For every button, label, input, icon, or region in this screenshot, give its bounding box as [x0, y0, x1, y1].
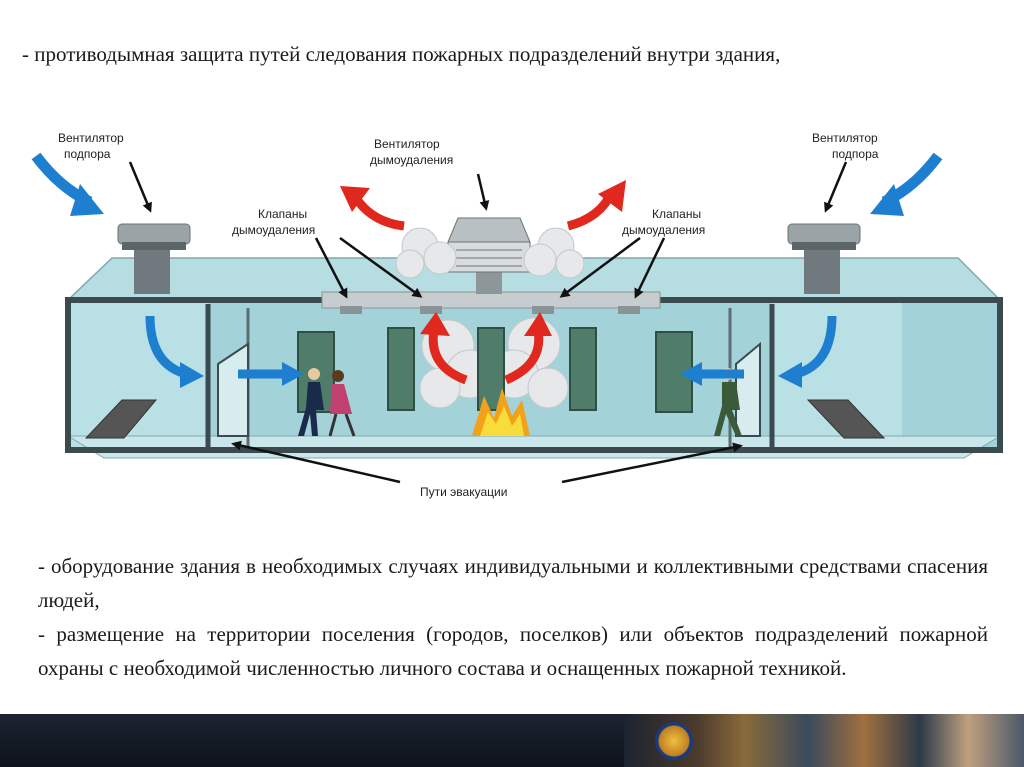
- paragraph-equipment: - оборудование здания в необходимых случ…: [38, 554, 988, 612]
- label-fan-left-2: подпора: [64, 147, 111, 161]
- footer-banner: [0, 714, 1024, 767]
- label-fan-left-1: Вентилятор: [58, 131, 124, 145]
- label-fan-center-1: Вентилятор: [374, 137, 440, 151]
- left-open-door: [217, 342, 249, 437]
- label-valves-left-2: дымоудаления: [232, 223, 315, 237]
- top-text: - противодымная защита путей следования …: [22, 42, 781, 66]
- label-fan-right-2: подпора: [832, 147, 879, 161]
- label-evacuation: Пути эвакуации: [420, 485, 507, 499]
- center-exhaust-fan: [447, 217, 531, 294]
- smoke-valve-1: [340, 306, 362, 314]
- smoke-flow-arrows: [340, 180, 626, 385]
- fresh-air-arrows: [31, 152, 943, 388]
- label-valves-right-2: дымоудаления: [622, 223, 705, 237]
- smoke-valve-3: [532, 306, 554, 314]
- right-floor-grille: [806, 399, 886, 439]
- smoke-valve-2: [420, 306, 442, 314]
- right-pressure-fan: [787, 223, 861, 294]
- left-floor-grille: [84, 399, 158, 439]
- paragraph-placement: - размещение на территории поселения (го…: [38, 622, 988, 680]
- pointer-arrows: [128, 161, 848, 484]
- label-valves-left-1: Клапаны: [258, 207, 307, 221]
- left-pressure-fan: [117, 223, 191, 294]
- emblem-icon: [655, 722, 693, 760]
- label-fan-right-1: Вентилятор: [812, 131, 878, 145]
- smoke-protection-diagram: Вентилятор подпора Вентилятор дымоудален…: [31, 131, 1003, 499]
- bottom-text: - оборудование здания в необходимых случ…: [38, 549, 988, 685]
- fire-icon: [472, 388, 530, 436]
- label-valves-right-1: Клапаны: [652, 207, 701, 221]
- right-open-door: [735, 341, 761, 437]
- label-fan-center-2: дымоудаления: [370, 153, 453, 167]
- smoke-valve-4: [618, 306, 640, 314]
- smoke-duct: [321, 291, 661, 309]
